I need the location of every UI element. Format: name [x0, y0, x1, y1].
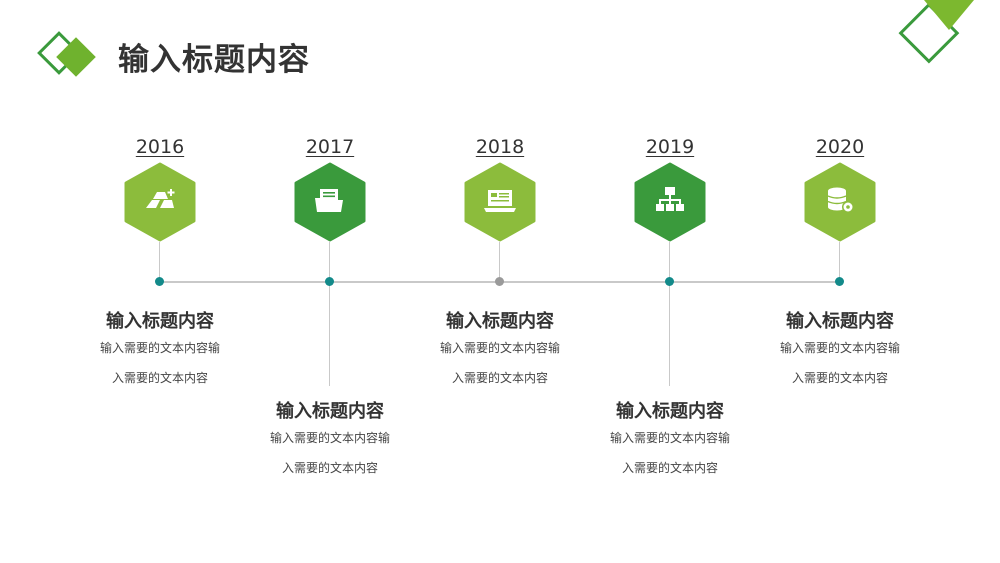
dropline-2017 [329, 283, 330, 386]
year-label-2016: 2016 [135, 136, 185, 158]
hexagon-2016 [124, 162, 196, 242]
connector-2016 [159, 242, 160, 280]
database-settings-icon [827, 187, 854, 213]
connector-2020 [839, 242, 840, 280]
hexagon-2019 [634, 162, 706, 242]
item-text-2016-line1: 输入需要的文本内容输 [99, 341, 220, 355]
timeline-dot-2017 [325, 277, 334, 286]
laptop-icon [484, 190, 516, 212]
item-text-2017-line2: 入需要的文本内容 [281, 461, 378, 475]
hexagon-2020 [804, 162, 876, 242]
item-text-2018-line2: 入需要的文本内容 [451, 371, 548, 385]
item-text-2019-line2: 入需要的文本内容 [621, 461, 718, 475]
year-label-2020: 2020 [815, 136, 865, 158]
gold-bars-icon [146, 189, 175, 208]
item-title-2019: 输入标题内容 [616, 401, 724, 422]
hexagon-2017 [294, 162, 366, 242]
item-text-2018-line1: 输入需要的文本内容输 [439, 341, 560, 355]
corner-diamonds-decoration [898, 0, 974, 64]
folder-icon [315, 189, 343, 212]
dropline-2019 [669, 283, 670, 386]
hexagon-2018 [464, 162, 536, 242]
item-title-2017: 输入标题内容 [276, 401, 384, 422]
connector-2018 [499, 242, 500, 280]
page-title: 输入标题内容 [118, 42, 310, 78]
connector-2019 [669, 242, 670, 280]
item-title-2016: 输入标题内容 [106, 311, 214, 332]
timeline-dot-2020 [835, 277, 844, 286]
item-text-2020-line2: 入需要的文本内容 [791, 371, 888, 385]
item-text-2016-line2: 入需要的文本内容 [111, 371, 208, 385]
year-label-2019: 2019 [645, 136, 695, 158]
timeline-dot-2016 [155, 277, 164, 286]
timeline-dot-2018 [495, 277, 504, 286]
item-text-2020-line1: 输入需要的文本内容输 [779, 341, 900, 355]
item-text-2019-line1: 输入需要的文本内容输 [609, 431, 730, 445]
item-title-2020: 输入标题内容 [786, 311, 894, 332]
item-title-2018: 输入标题内容 [446, 311, 554, 332]
item-text-2017-line1: 输入需要的文本内容输 [269, 431, 390, 445]
timeline-dot-2019 [665, 277, 674, 286]
year-label-2017: 2017 [305, 136, 355, 158]
org-chart-icon [656, 187, 684, 211]
connector-2017 [329, 242, 330, 280]
year-label-2018: 2018 [475, 136, 525, 158]
logo-diamonds-icon [37, 31, 96, 77]
